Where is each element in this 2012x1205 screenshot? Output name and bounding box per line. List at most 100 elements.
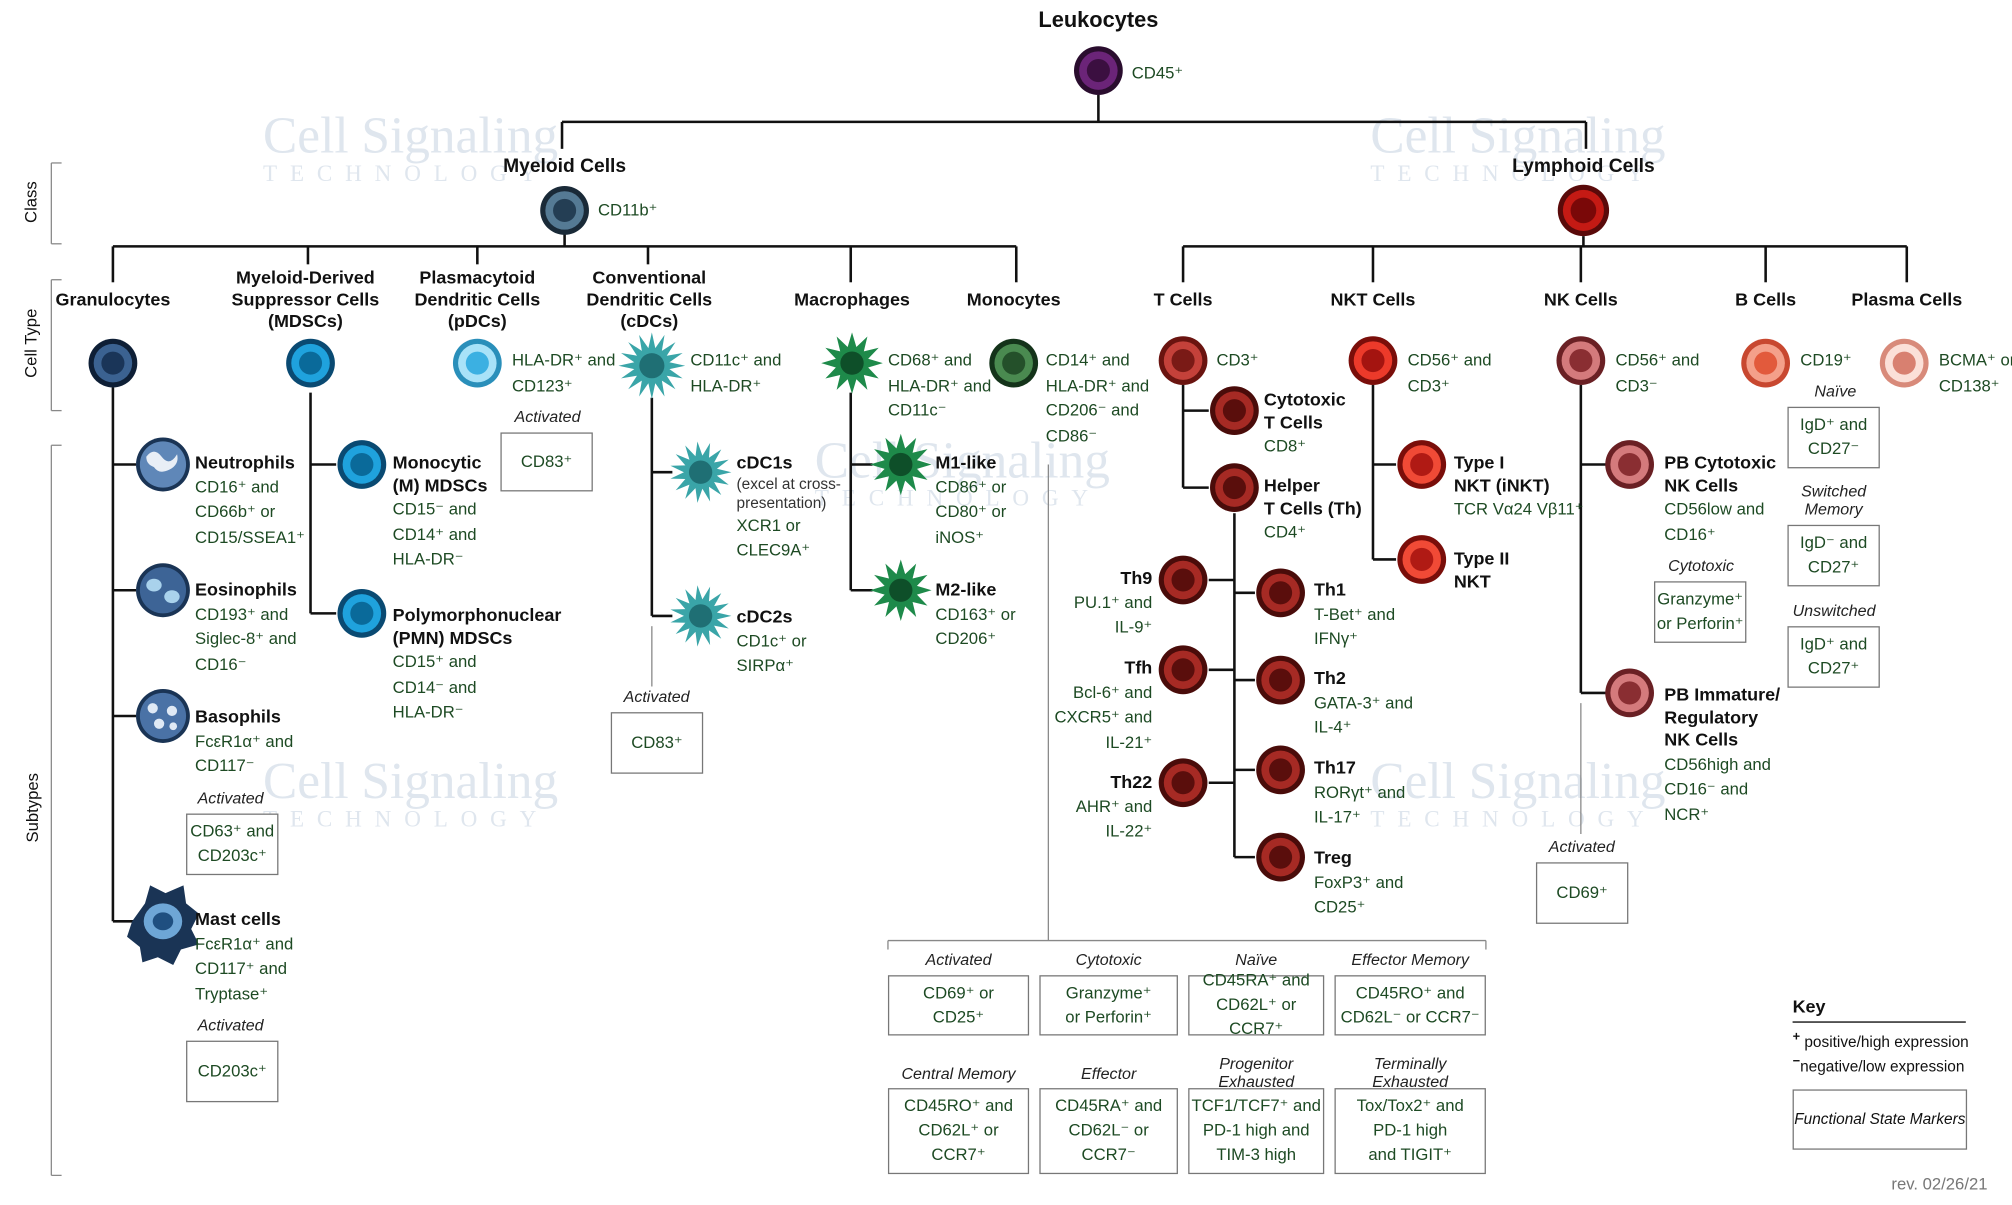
monocytes-title: Monocytes [966,288,1061,310]
pb-cytotoxic-box: Granzyme⁺or Perforin⁺ [1653,581,1747,643]
tcell-state-label: Central Memory [901,1065,1016,1083]
cdc1-entry: cDC1s(excel at cross-presentation)XCR1 o… [736,451,841,560]
m2like-cell [869,559,932,622]
myeloid-marker: CD11b⁺ [597,200,658,220]
th2-cell [1256,655,1305,705]
pdc-cell [452,338,502,388]
cytotoxic-tcell [1210,386,1259,435]
plasma-cell [1879,338,1929,388]
tcell-state-label: Effector Memory [1351,950,1470,969]
tcell-state-label: Activated [925,950,992,969]
eosinophil-cell [136,563,190,618]
bcell-naive-label: Naïve [1814,382,1857,401]
lymphoid-cell [1557,184,1610,237]
row-label-subtypes: Subtypes [22,772,42,843]
macrophage-cell [821,332,883,394]
nk-activated-box: CD69⁺ [1535,862,1629,924]
pmn-mdsc-cell [337,588,387,638]
nk-activated-label: Activated [1548,837,1615,856]
tcell-markers: CD3⁺ [1216,350,1259,370]
cdc2-cell [670,585,732,647]
macrophages-title: Macrophages [794,288,910,310]
nk-title: NK Cells [1543,288,1618,310]
pdc-activated-box: CD83⁺ [500,432,593,492]
key-negative: −negative/low expression [1792,1054,1965,1076]
key-divider [1792,1021,1966,1023]
th22-cell [1158,758,1208,808]
key-title: Key [1792,995,1826,1017]
th9-cell [1158,555,1208,605]
row-label-class: Class [21,181,41,223]
basophil-cell [136,689,190,743]
nkt-cell [1348,336,1398,385]
helper-tcell [1210,463,1259,512]
plasma-title: Plasma Cells [1851,288,1963,310]
leukocyte-cell [1074,46,1123,95]
granulocyte-cell [88,338,138,388]
tfh-cell [1158,645,1208,695]
m1like-cell [869,433,932,496]
type2-nkt-cell [1397,535,1447,584]
nk-cell [1556,336,1606,385]
mdsc-cell [286,338,335,388]
tcell-state-label: Effector [1081,1065,1137,1083]
cdc1-cell [670,441,732,503]
pb-cytotoxic-nk-cell [1605,440,1654,489]
myeloid-cell [540,186,589,235]
bcell-cell [1741,338,1791,388]
tcell-state-label: Naïve [1235,950,1278,969]
mast-activated-label: Activated [197,1016,264,1035]
bcell-unswitched-label: Unswitched [1792,601,1876,620]
th17-cell [1256,745,1305,795]
mast-cell-icon [127,885,199,965]
treg-cell [1256,832,1305,882]
bcells-title: B Cells [1735,288,1797,310]
pb-immature-nk-cell [1605,668,1654,718]
leukocyte-marker: CD45⁺ [1131,62,1184,83]
pb-cytotoxic-label: Cytotoxic [1668,556,1735,575]
tcell-cell [1158,336,1208,385]
pdc-activated-label: Activated [514,408,581,427]
revision-label: rev. 02/26/21 [1891,1174,1988,1194]
